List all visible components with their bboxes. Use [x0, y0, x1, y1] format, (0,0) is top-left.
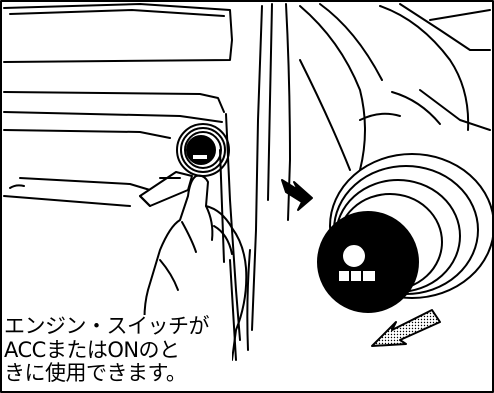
pillar-lines — [230, 4, 290, 360]
caption-line-2: ACCまたはONのと — [4, 339, 232, 363]
steering-column — [300, 4, 490, 170]
small-key-cylinder — [177, 124, 229, 176]
caption: エンジン・スイッチが ACCまたはONのと きに使用できます。 — [4, 315, 232, 386]
rotation-arrow — [372, 310, 440, 346]
caption-line-1: エンジン・スイッチが — [4, 315, 232, 339]
caption-line-3: きに使用できます。 — [4, 362, 232, 386]
large-key-cylinder — [318, 154, 494, 312]
pointer-arrow — [282, 180, 312, 210]
